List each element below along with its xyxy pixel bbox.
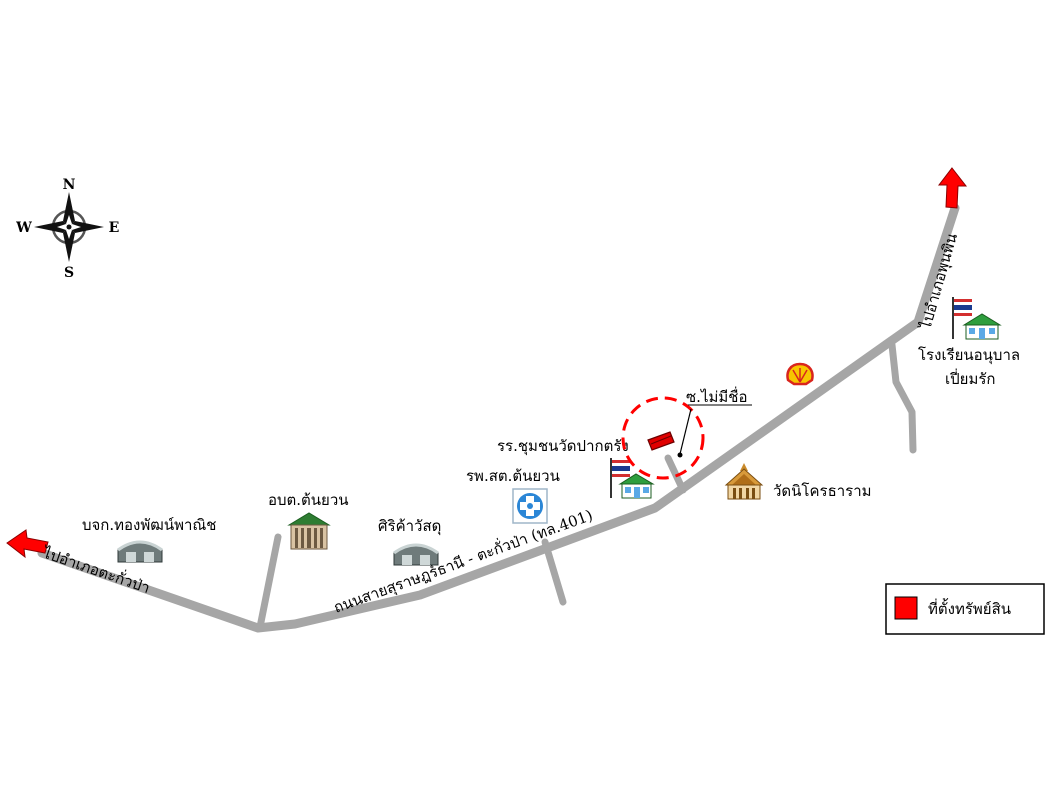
place-label-company: บจก.ทองพัฒน์พาณิช bbox=[82, 516, 216, 534]
property-marker-icon bbox=[647, 431, 675, 451]
road-label-main: ถนนสายสุราษฎร์ธานี - ตะกั่วป่า (ทล.401) bbox=[331, 504, 596, 618]
branch-road-kindergarten bbox=[888, 341, 917, 454]
place-label-sao: อบต.ต้นยวน bbox=[268, 491, 349, 509]
legend-label-property: ที่ตั้งทรัพย์สิน bbox=[928, 598, 1011, 618]
place-label-temple: วัดนิโครธาราม bbox=[773, 482, 872, 500]
place-label-school-wat: รร.ชุมชนวัดปากตรัง bbox=[497, 437, 629, 456]
property-highlight-circle bbox=[621, 396, 705, 480]
property-legend-swatch-icon bbox=[894, 596, 918, 620]
place-label-kindergarten-line1: โรงเรียนอนุบาล bbox=[918, 346, 1020, 365]
arrow-left-icon bbox=[6, 529, 49, 559]
place-label-kindergarten-line2: เปี่ยมรัก bbox=[945, 368, 995, 388]
branch-road-soi bbox=[664, 454, 687, 494]
temple-icon bbox=[724, 463, 764, 500]
school-flag-icon bbox=[952, 297, 1002, 340]
branch-road-hospital bbox=[541, 538, 567, 606]
compass-north-label: N bbox=[63, 177, 76, 193]
legend: ที่ตั้งทรัพย์สิน bbox=[885, 583, 1045, 635]
school-flag-icon bbox=[610, 458, 655, 499]
place-label-hardware: ศิริค้าวัสดุ bbox=[378, 517, 441, 536]
government-building-icon bbox=[287, 512, 331, 550]
warehouse-icon bbox=[117, 540, 163, 563]
compass-icon bbox=[34, 192, 104, 262]
compass-south-label: S bbox=[64, 265, 74, 281]
hospital-icon bbox=[512, 488, 548, 524]
branch-road-sao bbox=[256, 533, 282, 631]
shell-station-icon bbox=[786, 362, 814, 386]
compass-east-label: E bbox=[109, 220, 120, 236]
road-label-to-phunphin: ไปอำเภอพุนพิน bbox=[916, 231, 962, 332]
place-label-hospital: รพ.สต.ต้นยวน bbox=[466, 467, 560, 485]
soi-pointer-line bbox=[679, 408, 692, 455]
arrow-up-icon bbox=[937, 167, 968, 209]
main-road bbox=[37, 203, 960, 633]
soi-label: ซ.ไม่มีชื่อ bbox=[686, 386, 747, 406]
soi-pointer-dot bbox=[677, 452, 683, 458]
warehouse-icon bbox=[393, 543, 439, 566]
compass-west-label: W bbox=[15, 220, 32, 236]
road-network bbox=[37, 203, 960, 633]
